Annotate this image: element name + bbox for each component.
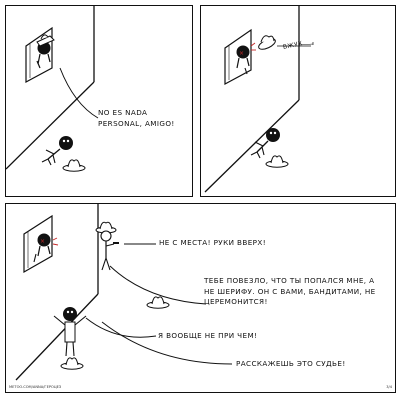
comic-panel-2: × ВЖУХ bbox=[200, 5, 396, 197]
panel-1-drawing bbox=[6, 6, 99, 172]
stunned-figure-icon: × bbox=[33, 233, 51, 263]
hat-icon bbox=[60, 357, 84, 370]
lying-figure-icon bbox=[250, 128, 280, 159]
bandit-hands-up-icon bbox=[53, 307, 87, 357]
svg-text:×: × bbox=[40, 238, 45, 245]
panel-2-drawing: × bbox=[204, 6, 314, 193]
speech-tell-judge: РАССКАЖЕШЬ ЭТО СУДЬЕ! bbox=[236, 359, 346, 368]
credit-url: METOO.COM/ANNA/ГЕРОЦЕЗ bbox=[9, 385, 62, 389]
hat-icon bbox=[146, 296, 170, 309]
lying-figure-icon bbox=[41, 136, 73, 166]
panel-3-drawing: × bbox=[15, 204, 233, 381]
window-icon bbox=[224, 28, 252, 86]
speech-text-amigo: NO ES NADA PERSONAL, AMIGO! bbox=[98, 108, 175, 128]
window-icon bbox=[23, 214, 53, 274]
figure-in-window-icon bbox=[36, 34, 55, 69]
stunned-figure-icon: × bbox=[236, 45, 250, 75]
svg-text:×: × bbox=[239, 50, 244, 57]
comic-panel-3: × bbox=[5, 203, 396, 393]
comic-panel-1: NO ES NADA PERSONAL, AMIGO! bbox=[5, 5, 193, 197]
flying-hat-icon bbox=[258, 35, 276, 50]
hat-icon bbox=[265, 155, 289, 168]
sheriff-figure-icon bbox=[95, 221, 119, 271]
hat-icon bbox=[62, 159, 86, 172]
speech-lucky: ТЕБЕ ПОВЕЗЛО, ЧТО ТЫ ПОПАЛСЯ МНЕ, А НЕ Ш… bbox=[204, 276, 376, 306]
speech-not-guilty: Я ВООБЩЕ НЕ ПРИ ЧЕМ! bbox=[158, 331, 258, 340]
page-number: 3/4 bbox=[386, 385, 392, 389]
speech-hands-up: НЕ С МЕСТА! РУКИ ВВЕРХ! bbox=[159, 238, 266, 247]
